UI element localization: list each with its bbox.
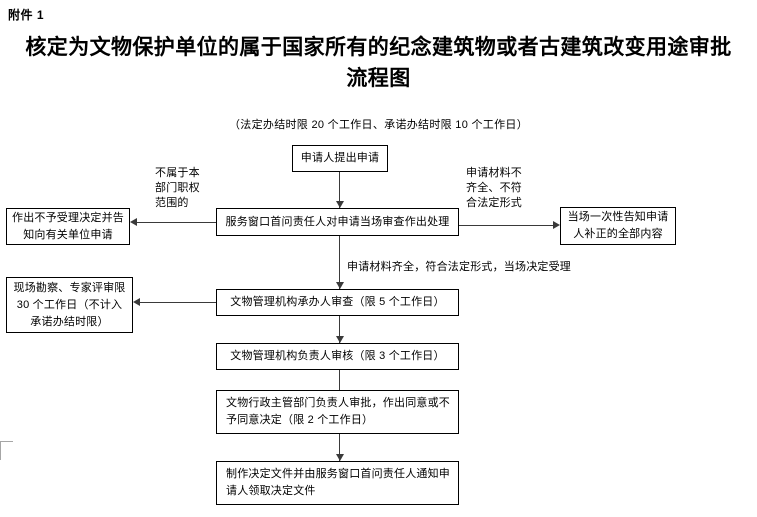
connector-manager-to-director bbox=[339, 370, 340, 398]
node-onetime-notification[interactable]: 当场一次性告知申请人补正的全部内容 bbox=[560, 207, 676, 245]
node-reject-acceptance[interactable]: 作出不予受理决定并告知向有关单位申请 bbox=[6, 208, 130, 245]
connector-window-to-reject bbox=[137, 222, 216, 223]
connector-director-to-issue bbox=[339, 434, 340, 461]
edge-label-materials-incomplete: 申请材料不 齐全、不符 合法定形式 bbox=[466, 167, 522, 209]
arrow-down-icon-submit-window bbox=[336, 201, 344, 208]
node-window-review[interactable]: 服务窗口首问责任人对申请当场审查作出处理 bbox=[216, 208, 459, 236]
processing-time-subtitle: （法定办结时限 20 个工作日、承诺办结时限 10 个工作日） bbox=[229, 119, 528, 131]
arrow-down-icon-window-officer bbox=[336, 282, 344, 289]
node-site-survey-expert-review[interactable]: 现场勘察、专家评审限 30 个工作日（不计入承诺办结时限） bbox=[6, 277, 133, 333]
node-officer-review[interactable]: 文物管理机构承办人审查（限 5 个工作日） bbox=[216, 289, 459, 316]
node-director-approval[interactable]: 文物行政主管部门负责人审批，作出同意或不予同意决定（限 2 个工作日） bbox=[216, 390, 459, 434]
connector-officer-to-survey bbox=[140, 302, 216, 303]
edge-label-materials-complete: 申请材料齐全，符合法定形式，当场决定受理 bbox=[347, 261, 571, 273]
page-title: 核定为文物保护单位的属于国家所有的纪念建筑物或者古建筑改变用途审批流程图 bbox=[25, 36, 732, 90]
page-margin-mark bbox=[0, 441, 13, 460]
arrow-down-icon-director-issue bbox=[336, 454, 344, 461]
attachment-label: 附件 1 bbox=[8, 8, 45, 22]
node-manager-check[interactable]: 文物管理机构负责人审核（限 3 个工作日） bbox=[216, 343, 459, 370]
connector-window-to-notify bbox=[459, 225, 553, 226]
arrow-left-icon-officer-survey bbox=[133, 298, 140, 306]
node-applicant-submit[interactable]: 申请人提出申请 bbox=[292, 145, 388, 172]
arrow-down-icon-officer-manager bbox=[336, 336, 344, 343]
connector-officer-to-manager bbox=[339, 316, 340, 343]
connector-submit-to-window bbox=[339, 172, 340, 208]
edge-label-not-in-scope: 不属于本 部门职权 范围的 bbox=[155, 167, 200, 209]
arrow-right-icon-window-notify bbox=[553, 221, 560, 229]
connector-window-to-officer bbox=[339, 236, 340, 289]
node-issue-decision-document[interactable]: 制作决定文件并由服务窗口首问责任人通知申请人领取决定文件 bbox=[216, 461, 459, 505]
arrow-left-icon-window-reject bbox=[130, 218, 137, 226]
